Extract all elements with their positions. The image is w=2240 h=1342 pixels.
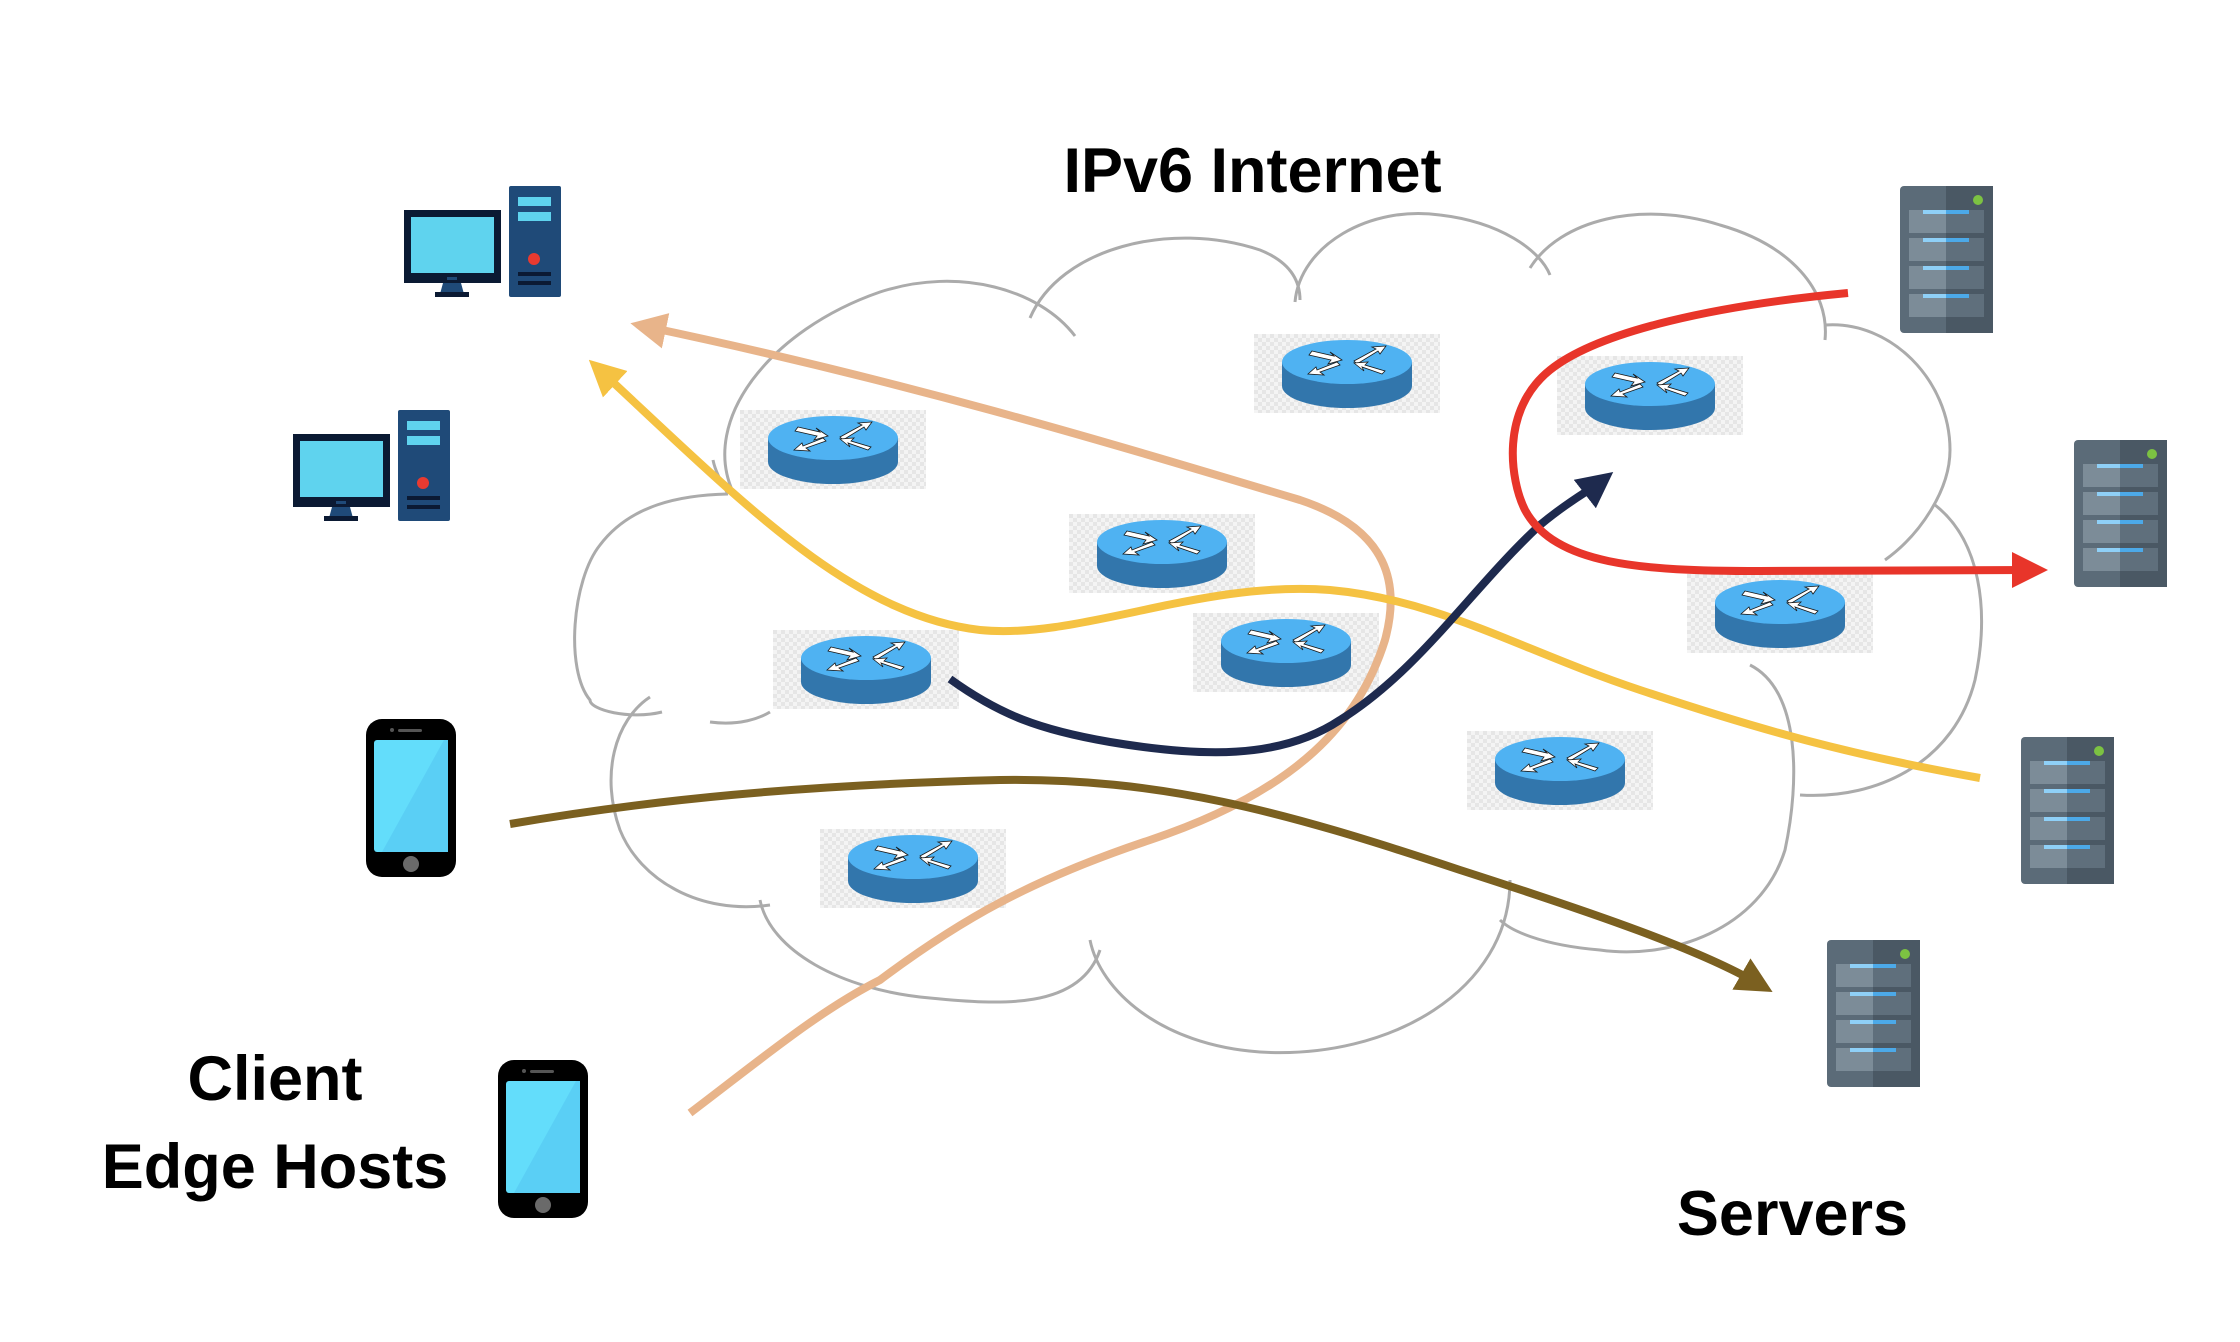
server-4: [1827, 940, 1920, 1087]
router-3: [1556, 355, 1744, 436]
desktop-computer-1: [404, 186, 561, 297]
desktop-computer-2: [293, 410, 450, 521]
router-8: [1466, 730, 1654, 811]
server-2: [2074, 440, 2167, 587]
flow-arrow-brown: [509, 775, 1773, 993]
servers-label: Servers: [1676, 1179, 1909, 1249]
client-label-line-1: Client: [187, 1044, 363, 1114]
router-7: [1686, 573, 1874, 654]
flow-arrow-yellow: [588, 359, 1981, 782]
server-3: [2021, 737, 2114, 884]
diagram-title: IPv6 Internet: [1063, 136, 1442, 206]
client-label-line-2: Edge Hosts: [101, 1132, 449, 1202]
server-1: [1900, 186, 1993, 333]
router-1: [739, 409, 927, 490]
router-5: [772, 629, 960, 710]
router-2: [1253, 333, 1441, 414]
client-edge-hosts-label: Client Edge Hosts: [70, 1035, 480, 1211]
smartphone-1: [366, 719, 456, 877]
router-6: [1192, 612, 1380, 693]
smartphone-2: [498, 1060, 588, 1218]
router-4: [1068, 513, 1256, 594]
router-9: [819, 828, 1007, 909]
flow-arrow-red: [1508, 289, 2048, 589]
